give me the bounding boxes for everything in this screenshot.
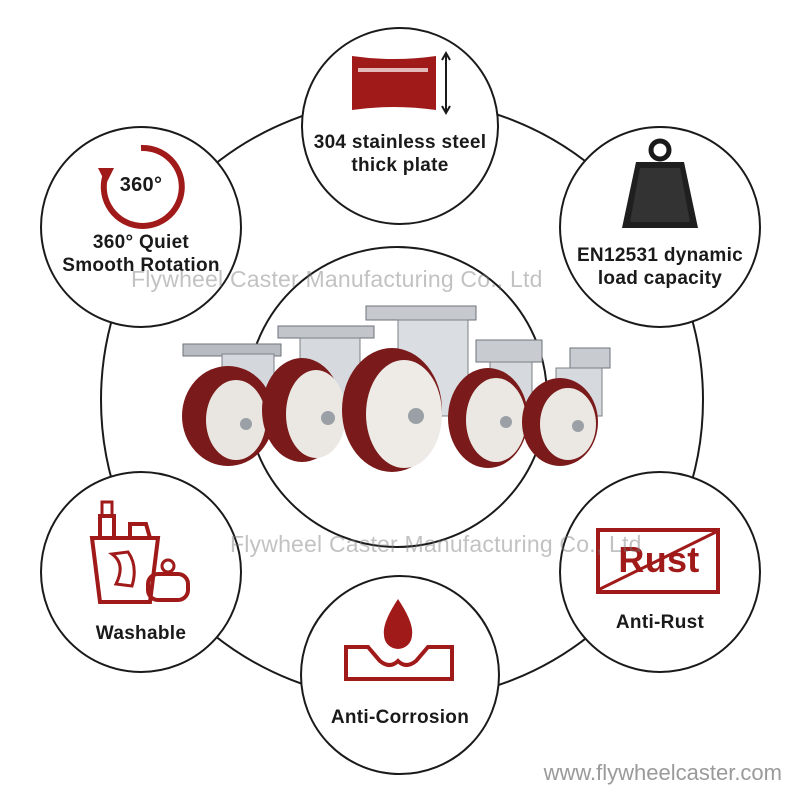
steel-plate-icon bbox=[352, 50, 451, 116]
rust-stamp-icon bbox=[596, 528, 720, 594]
plate-line2: thick plate bbox=[351, 155, 449, 176]
rotation-line2: Smooth Rotation bbox=[62, 255, 220, 276]
rotation-360-icon bbox=[98, 144, 185, 229]
plate-line1: 304 stainless steel bbox=[313, 132, 487, 153]
rotation-badge: 360° bbox=[119, 174, 163, 196]
caster-5 bbox=[522, 347, 611, 466]
rust-label: Anti-Rust bbox=[615, 612, 705, 633]
rust-stamp-text: Rust bbox=[618, 539, 700, 580]
rust-bubble bbox=[559, 471, 761, 673]
washable-bubble bbox=[40, 471, 242, 673]
caster-3 bbox=[342, 305, 477, 472]
corrosion-label: Anti-Corrosion bbox=[330, 707, 470, 728]
website-url[interactable]: www.flywheelcaster.com bbox=[543, 760, 782, 785]
caster-4 bbox=[448, 339, 543, 468]
rotation-bubble bbox=[40, 126, 242, 328]
weight-icon bbox=[622, 138, 698, 228]
washable-label: Washable bbox=[95, 623, 187, 644]
caster-2 bbox=[262, 325, 375, 462]
watermark-middle: Flywheel Caster Manufacturing Co., Ltd bbox=[230, 531, 642, 557]
water-drop-icon bbox=[344, 599, 454, 681]
load-line2: load capacity bbox=[597, 268, 723, 289]
cleaning-icon bbox=[89, 500, 190, 604]
watermark-top: Flywheel Caster Manufacturing Co., Ltd bbox=[131, 266, 543, 292]
load-line1: EN12531 dynamic bbox=[576, 245, 744, 266]
caster-1 bbox=[182, 343, 282, 466]
rotation-line1: 360° Quiet bbox=[92, 232, 190, 253]
